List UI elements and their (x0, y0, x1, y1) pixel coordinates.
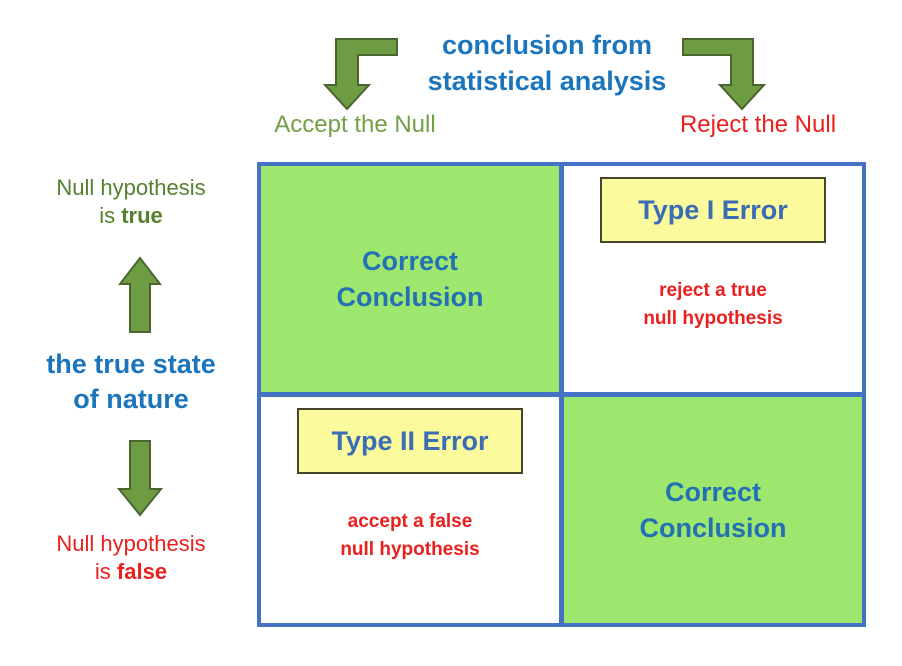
type1-error-label: Type I Error (638, 194, 788, 225)
cell-reject-false-correct: Correct Conclusion (564, 397, 862, 623)
correct-conclusion-bottom-label: Correct Conclusion (639, 476, 787, 543)
type2-error-box: Type II Error (297, 408, 523, 474)
null-false-line1: Null hypothesis (56, 531, 206, 556)
type1-error-box: Type I Error (600, 177, 826, 243)
bent-down-arrow-left-icon (323, 31, 398, 111)
correct-conclusion-top-label: Correct Conclusion (336, 245, 484, 312)
bent-down-arrow-right-icon (681, 31, 771, 111)
reject-null-label: Reject the Null (679, 111, 837, 138)
null-false-line2-prefix: is (94, 558, 111, 584)
null-hypothesis-false-label: Null hypothesis is false (24, 530, 238, 585)
cell-accept-false-type2: Type II Error accept a false null hypoth… (261, 397, 559, 623)
null-false-line2-bold: false (116, 558, 168, 584)
null-hypothesis-true-label: Null hypothesis is true (24, 174, 238, 229)
accept-null-label: Accept the Null (274, 111, 436, 138)
type1-error-description: reject a true null hypothesis (643, 280, 783, 329)
down-arrow-icon (117, 439, 163, 517)
type2-error-label: Type II Error (331, 425, 489, 456)
cell-reject-true-type1: Type I Error reject a true null hypothes… (564, 166, 862, 392)
type2-error-description: accept a false null hypothesis (340, 511, 480, 560)
up-arrow-icon (118, 256, 162, 334)
null-true-line1: Null hypothesis (56, 175, 206, 200)
decision-matrix: Correct Conclusion Type I Error reject a… (257, 162, 866, 627)
diagram-title: conclusion from statistical analysis (427, 30, 667, 97)
null-true-line2-prefix: is (99, 202, 116, 228)
cell-accept-true-correct: Correct Conclusion (261, 166, 559, 392)
null-true-line2-bold: true (121, 202, 163, 228)
true-state-of-nature-label: the true state of nature (46, 349, 216, 415)
